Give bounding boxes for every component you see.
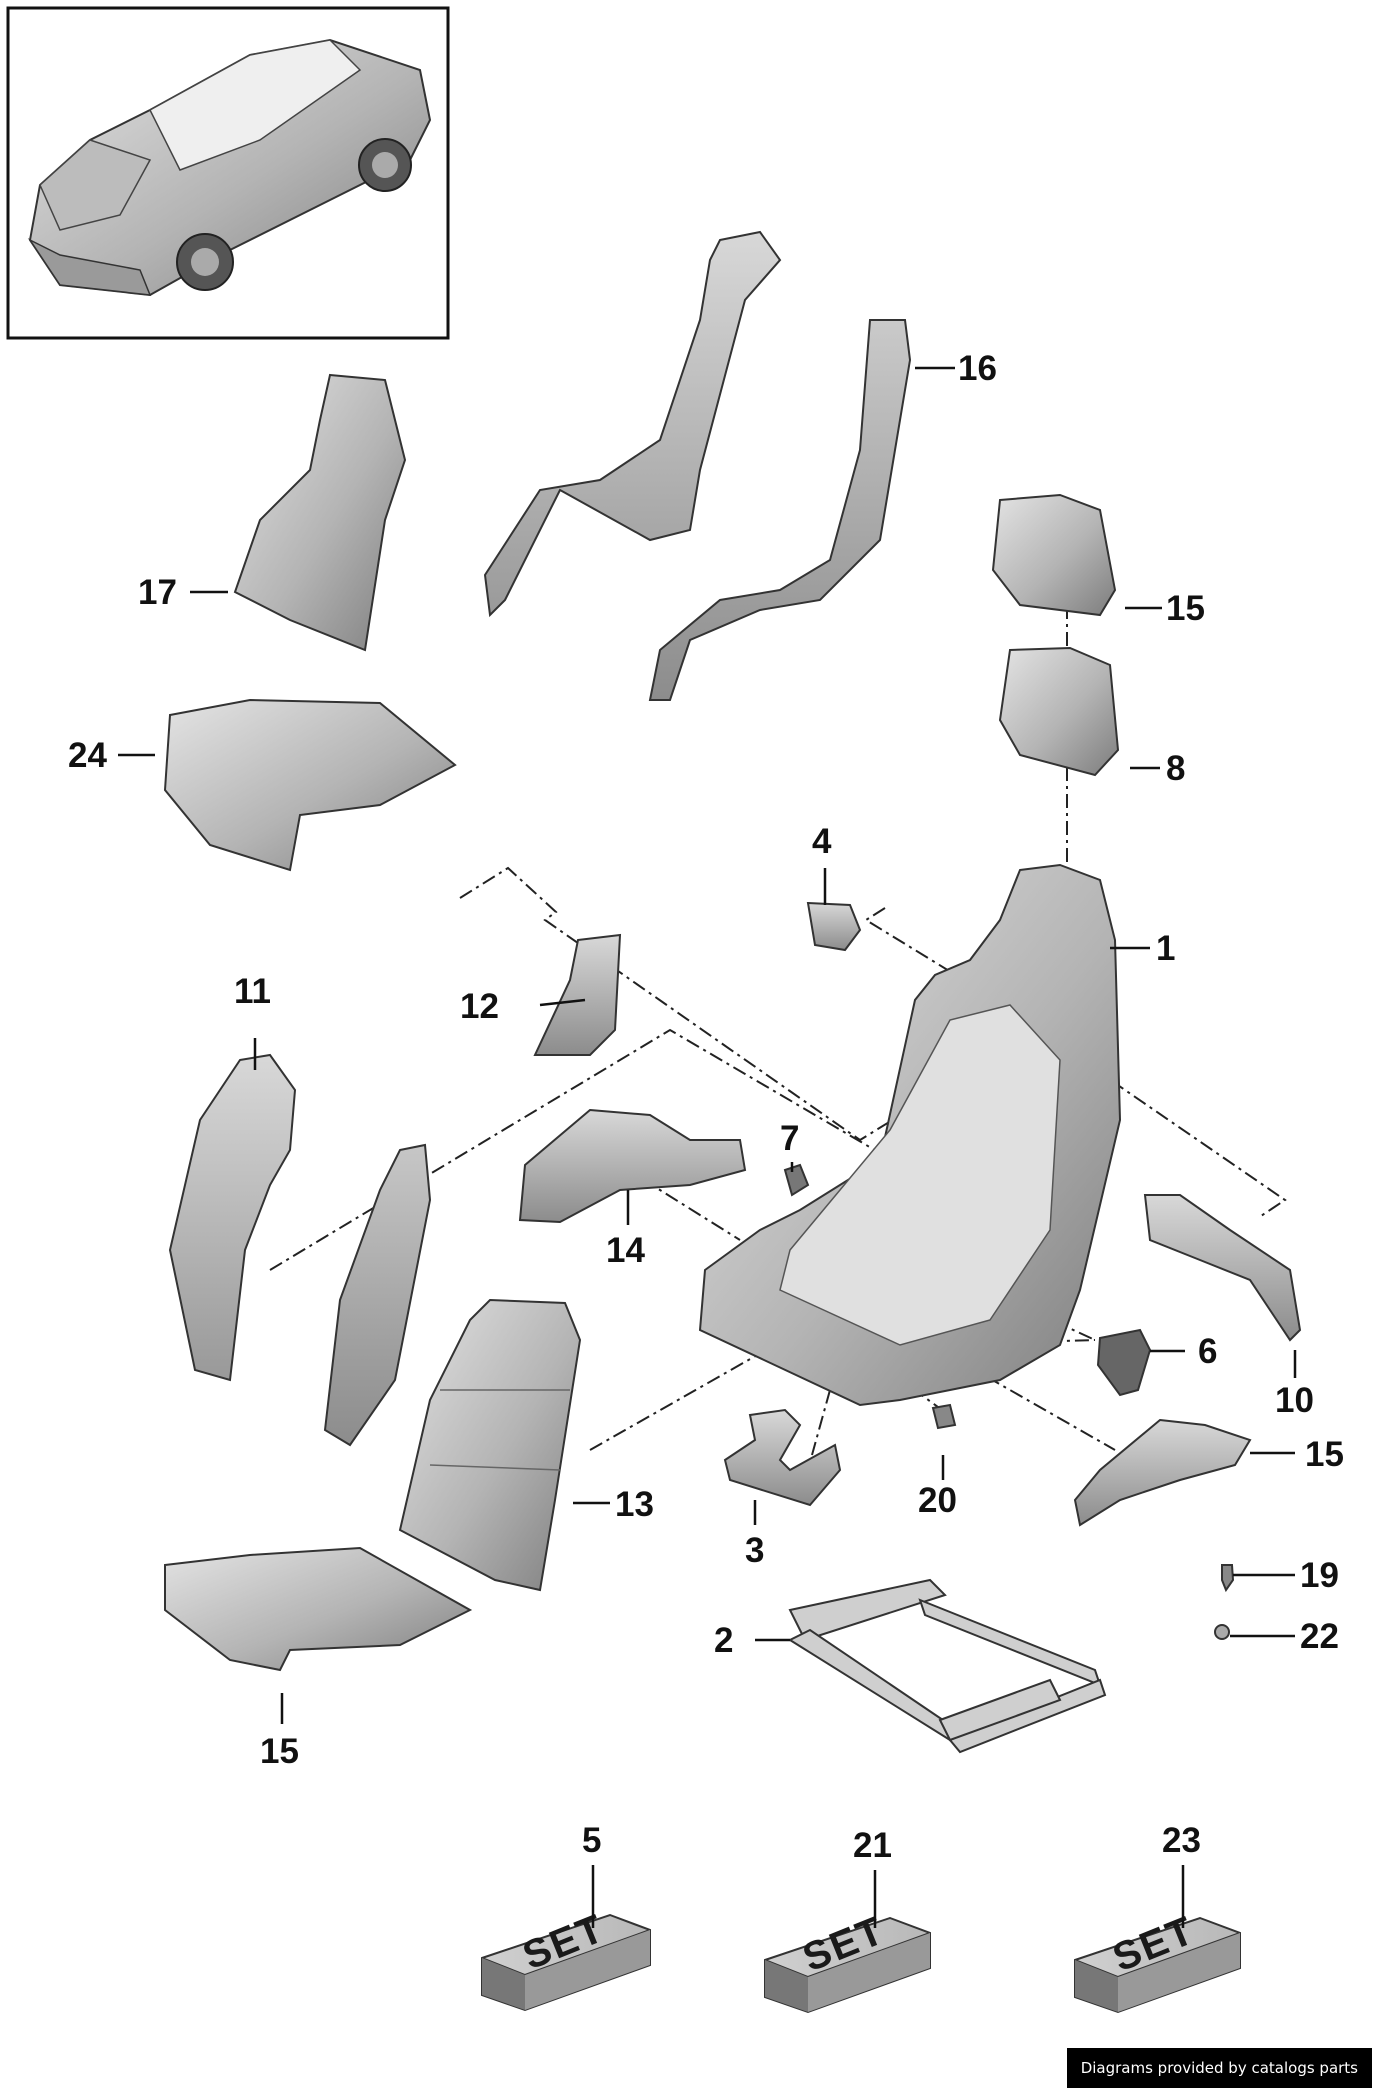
part-10-side-trim: [1143, 1194, 1302, 1342]
credit-banner: Diagrams provided by catalogs parts: [1066, 2048, 1372, 2088]
callout-numbers: 16 15 8 1 17 24 4 12 11 7 14 6 10 15 13 …: [68, 349, 1344, 1865]
part-15-lower-trim: [1073, 1418, 1252, 1527]
set-box-23: SET: [1074, 1908, 1241, 2014]
callout-6: 6: [1198, 1332, 1217, 1371]
callout-12: 12: [460, 987, 499, 1026]
leader-lines: [118, 366, 1297, 1928]
part-15-left-trim: [518, 1108, 747, 1224]
callout-5: 5: [582, 1821, 601, 1860]
part-19-screw: [1221, 1564, 1235, 1593]
part-4-clip: [806, 901, 862, 952]
callout-13: 13: [615, 1485, 654, 1524]
set-box-5: SET: [481, 1906, 651, 2012]
callout-20: 20: [918, 1481, 957, 1520]
part-17-backrest-cover: [483, 230, 912, 701]
callout-11: 11: [234, 972, 271, 1011]
callout-15-upper: 14: [606, 1231, 645, 1270]
callout-15-lower: 15: [1305, 1435, 1344, 1474]
part-3-bracket: [723, 1408, 842, 1507]
part-12-pad: [533, 933, 622, 1056]
part-18-back-foam: [233, 373, 407, 652]
parts: [163, 230, 1302, 1754]
callout-1: 1: [1156, 929, 1175, 968]
callout-8: 8: [1166, 749, 1185, 788]
part-14-seat-pad: [164, 1546, 473, 1672]
callout-24: 24: [68, 736, 107, 775]
part-6-cover-cap: [1096, 1328, 1152, 1397]
part-11-side-bolster: [168, 1053, 432, 1447]
set-boxes: SET SET SET: [481, 1906, 1241, 2014]
callout-22: 22: [1300, 1617, 1339, 1656]
part-8-headrest: [998, 646, 1120, 777]
part-7-bracket: [783, 1163, 810, 1197]
part-16-headrest-cover: [991, 493, 1117, 617]
callout-10: 10: [1275, 1381, 1314, 1420]
callout-18: 17: [138, 573, 177, 612]
part-13-back-pad: [398, 1298, 582, 1592]
set-box-21: SET: [764, 1908, 931, 2014]
vehicle-inset: [6, 6, 450, 340]
part-2-seat-frame: [787, 1578, 1107, 1754]
callout-16: 15: [1166, 589, 1205, 628]
callout-17: 16: [958, 349, 997, 388]
callout-23: 23: [1162, 1821, 1201, 1860]
part-22-nut: [1214, 1624, 1230, 1640]
callout-2: 2: [714, 1621, 733, 1660]
callout-7: 7: [780, 1119, 799, 1158]
callout-19: 19: [1300, 1556, 1339, 1595]
callout-21: 21: [853, 1826, 892, 1865]
car-icon: [27, 38, 432, 297]
callout-4: 4: [812, 822, 832, 861]
callout-14: 15: [260, 1732, 299, 1771]
part-24-seat-cushion: [163, 698, 457, 872]
callout-3: 3: [745, 1531, 764, 1570]
part-20-clip: [931, 1403, 957, 1430]
